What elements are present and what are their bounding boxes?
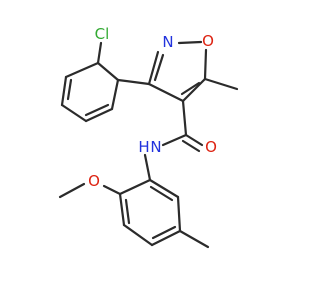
chlorine-label: Cl [95, 25, 110, 43]
bond [153, 53, 165, 82]
bond [150, 229, 182, 247]
carbonyl-oxygen-label: O [205, 138, 217, 156]
bond [84, 103, 110, 117]
bond [147, 82, 185, 103]
bond [122, 223, 154, 247]
bond [180, 81, 201, 96]
bond [84, 107, 114, 123]
bond [58, 182, 86, 199]
bond [124, 198, 131, 225]
ring-oxygen-label: O [202, 32, 214, 50]
bond [118, 192, 126, 227]
amide-group [143, 99, 204, 182]
bond [203, 77, 239, 91]
ring-nitrogen-label: N [162, 33, 173, 51]
amide-nitrogen-label: N [150, 138, 161, 156]
bond [181, 99, 188, 137]
bond [118, 178, 152, 196]
isoxazole-ring [116, 40, 239, 103]
bond [96, 61, 120, 82]
bond [64, 61, 100, 79]
bond [151, 225, 177, 240]
bond [177, 40, 203, 45]
bond [66, 78, 73, 101]
bond [148, 178, 180, 199]
bond [116, 78, 151, 86]
bond [102, 184, 122, 196]
bond [203, 48, 208, 81]
bond [60, 103, 88, 123]
bond [161, 133, 188, 147]
bond [110, 78, 120, 111]
bond [181, 77, 207, 103]
bond [184, 133, 204, 147]
bond [176, 195, 182, 233]
bond [181, 139, 201, 153]
chlorophenyl-ring [60, 41, 120, 123]
bond [147, 50, 160, 86]
amide-hydrogen-label: H [138, 138, 149, 156]
bond [178, 229, 210, 249]
molecule-structure: Cl N O O N H O [58, 25, 239, 249]
bond [149, 185, 174, 202]
bond [143, 153, 152, 182]
methoxy-phenyl-ring [58, 178, 210, 249]
bond [96, 41, 103, 65]
methoxy-oxygen-label: O [88, 172, 100, 190]
bond [60, 75, 68, 107]
